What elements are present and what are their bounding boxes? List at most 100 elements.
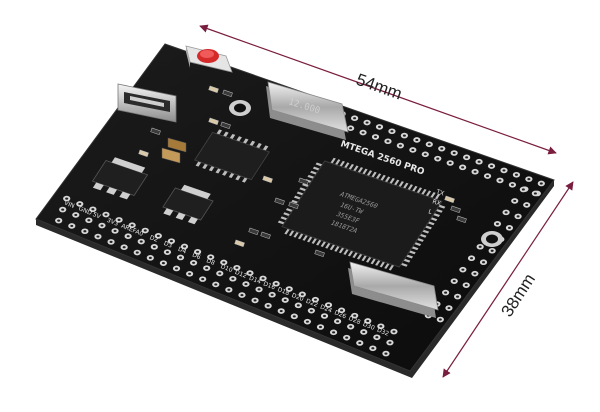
- pin-hole: [323, 314, 326, 318]
- pin-label: D4: [177, 246, 188, 256]
- pin-hole: [296, 304, 300, 307]
- width-dimension-label: 54mm: [354, 70, 405, 104]
- pin-hole: [374, 135, 378, 138]
- mcu-pin: [414, 242, 422, 246]
- pin-hole: [61, 208, 65, 211]
- mcu-pin: [411, 246, 419, 251]
- mcu-pin: [302, 183, 309, 188]
- pin-hole: [464, 284, 468, 287]
- pin-hole: [319, 325, 322, 329]
- pin-hole: [461, 268, 465, 271]
- pin-hole: [375, 336, 379, 339]
- mcu-pin: [299, 187, 307, 192]
- reset-button: [185, 45, 233, 73]
- pin-hole: [539, 182, 543, 185]
- mounting-hole: [229, 100, 251, 116]
- pin-hole: [313, 298, 317, 301]
- mcu-pin: [302, 234, 308, 241]
- pin-label: D24: [319, 303, 333, 314]
- pin-hole: [209, 256, 213, 259]
- pin-hole: [169, 240, 173, 243]
- pin-hole: [244, 282, 248, 286]
- mcu-pin: [338, 247, 345, 254]
- pin-hole: [336, 320, 340, 323]
- mcu-pin: [316, 239, 322, 246]
- pin-hole: [448, 161, 452, 165]
- pin-hole: [423, 153, 427, 156]
- pin-hole: [214, 283, 218, 286]
- mcu-pin: [310, 170, 318, 175]
- mcu-pin: [430, 217, 438, 222]
- pin-hole: [192, 261, 196, 264]
- pin-label: D32: [376, 327, 390, 338]
- pin-hole: [57, 219, 61, 222]
- chip-pin: [229, 133, 236, 140]
- chip-pin: [256, 143, 262, 149]
- height-dimension-label: 38mm: [497, 270, 539, 320]
- pin-hole: [183, 245, 187, 248]
- pin-hole: [340, 309, 344, 312]
- pin-label: 5V: [92, 211, 103, 221]
- mcu-pin: [315, 162, 323, 167]
- pin-label: 3V3: [106, 217, 120, 228]
- pin-hole: [188, 272, 192, 275]
- smd-part: [444, 195, 455, 204]
- mcu-pin: [402, 182, 409, 189]
- pin-hole: [161, 262, 165, 265]
- pin-hole: [270, 293, 274, 296]
- mcu-pin: [311, 237, 318, 244]
- pin-hole: [78, 202, 82, 206]
- pin-hole: [398, 144, 402, 147]
- smd-part: [314, 249, 325, 258]
- smd-part: [450, 205, 461, 214]
- pin-hole: [444, 291, 448, 294]
- chip-pin: [216, 129, 223, 135]
- pin-hole: [362, 330, 366, 334]
- smd-part: [248, 227, 259, 236]
- voltage-regulator: [162, 184, 214, 225]
- mcu-pin: [312, 166, 320, 171]
- pin-header-bottom: [55, 195, 398, 357]
- mcu-pin: [330, 157, 336, 164]
- mcu-pin: [343, 162, 350, 169]
- mcu-pin: [329, 244, 336, 251]
- mcu-pin: [379, 261, 386, 268]
- height-dimension-arrow: [442, 181, 574, 378]
- pin-label: D18: [276, 286, 290, 297]
- pin-hole: [345, 336, 349, 339]
- chip-pin: [249, 140, 256, 147]
- pin-hole: [386, 140, 390, 143]
- mcu-pin: [288, 230, 295, 237]
- mcu-chip: ATMEGA2560 16U-TW 355E3F 1818T2A: [277, 157, 446, 271]
- pin-hole: [227, 288, 231, 291]
- pin-hole: [305, 320, 309, 323]
- pin-hole: [388, 341, 392, 344]
- pin-hole: [447, 306, 451, 310]
- mcu-pin: [412, 185, 418, 192]
- pin-hole: [218, 272, 222, 275]
- pin-hole: [495, 222, 499, 225]
- pin-hole: [415, 138, 419, 142]
- mcu-pin: [398, 181, 404, 188]
- pin-hole: [361, 131, 365, 134]
- mcu-pin: [307, 236, 313, 243]
- mcu-pin: [280, 216, 288, 221]
- mcu-pin: [407, 184, 413, 191]
- smd-part: [274, 197, 285, 206]
- pin-hole: [477, 160, 481, 163]
- chip-pin: [236, 136, 242, 142]
- pin-hole: [516, 215, 520, 218]
- mcu-pin: [425, 225, 432, 230]
- pin-hole: [513, 199, 517, 203]
- mcu-pin: [438, 204, 446, 209]
- mcu-pin: [433, 213, 440, 217]
- pin-hole: [257, 288, 261, 291]
- pin-hole: [371, 347, 375, 350]
- pin-hole: [353, 314, 357, 317]
- rx-label: RX: [431, 198, 441, 207]
- pin-hole: [521, 188, 525, 191]
- mcu-pin: [356, 253, 363, 260]
- pin-label: A0: [134, 228, 144, 238]
- pin-hole: [74, 213, 78, 217]
